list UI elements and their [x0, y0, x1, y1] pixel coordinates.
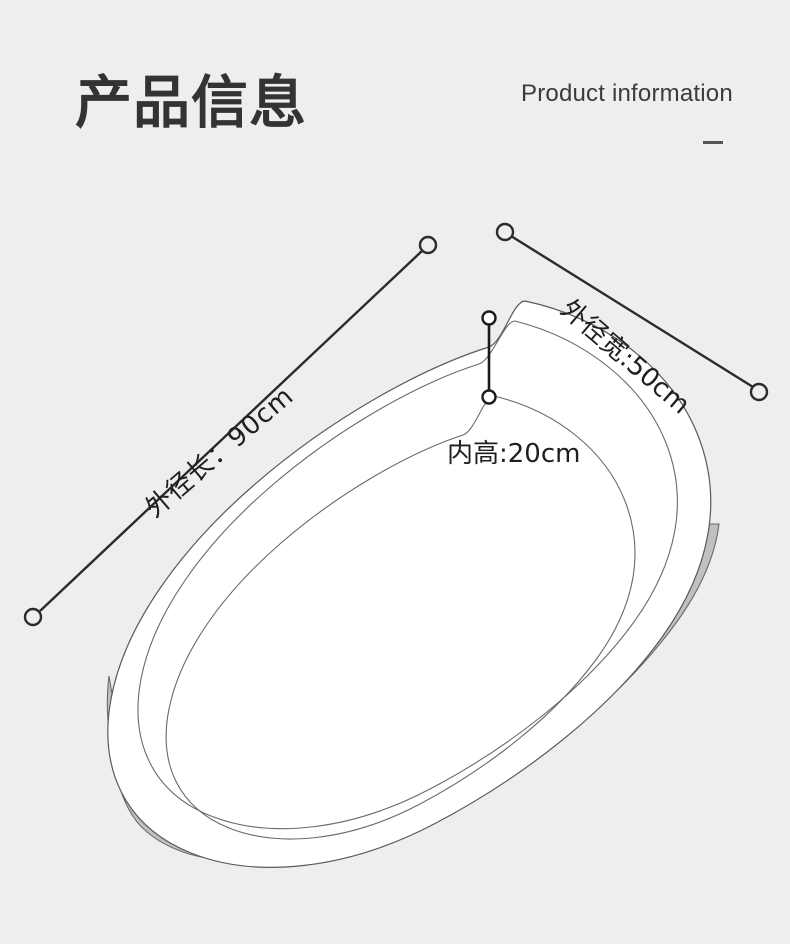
dimension-label-inner-height: 内高:20cm	[447, 439, 581, 469]
leader-endpoint-dot	[481, 310, 497, 326]
page-subtitle-english: Product information	[521, 80, 733, 107]
tub-inner-basin	[165, 395, 636, 840]
leader-outer-length	[23, 235, 438, 627]
title-underline-dash	[703, 141, 723, 144]
tub-rim-inner-edge	[137, 320, 678, 830]
leader-inner-height	[481, 310, 497, 405]
leader-endpoint-dot	[749, 382, 769, 402]
leader-endpoint-dot	[481, 389, 497, 405]
leader-endpoint-dot	[495, 222, 515, 242]
page-title: 产品信息	[75, 70, 307, 136]
tub-body	[107, 300, 712, 868]
leader-endpoint-dot	[23, 607, 43, 627]
leader-outer-width	[495, 222, 769, 402]
leader-endpoint-dot	[418, 235, 438, 255]
